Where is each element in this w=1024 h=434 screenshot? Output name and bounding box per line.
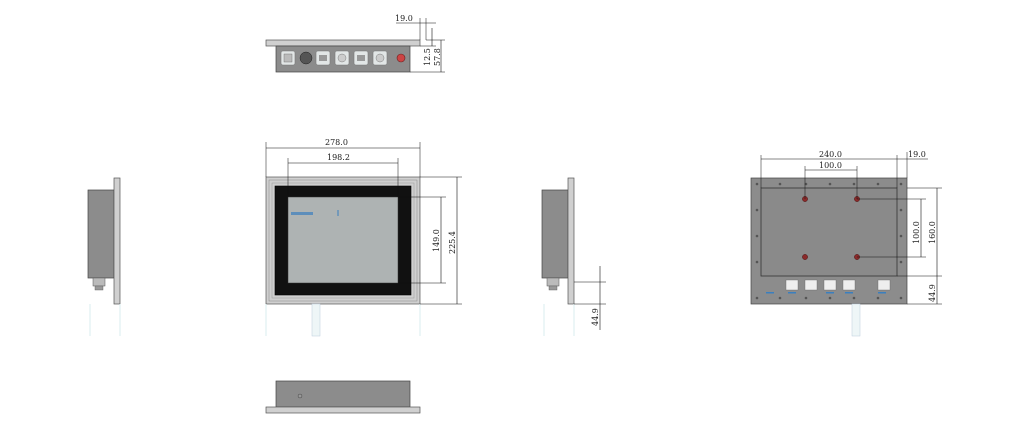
dim-front-height-total: 225.4 (448, 231, 457, 254)
left-side-connector (92, 277, 106, 287)
dim-side-cable-length: 44.9 (591, 308, 600, 326)
top-view: 19.0 12.5 57.8 (265, 14, 445, 73)
front-screen (287, 196, 399, 284)
power-button-icon (396, 53, 406, 63)
dim-top-height-small: 12.5 (423, 48, 432, 66)
dim-back-bottom-offset: 44.9 (928, 284, 937, 302)
top-view-connectors (280, 50, 406, 66)
back-connectors (766, 279, 891, 294)
bottom-view-housing (275, 380, 411, 408)
front-view: 278.0 198.2 149.0 225.4 (265, 138, 462, 337)
back-housing (760, 187, 898, 277)
dim-top-depth: 19.0 (395, 14, 413, 23)
bottom-view (265, 380, 421, 414)
dim-back-edge-offset: 19.0 (908, 150, 926, 159)
dim-back-hole-span-inner: 100.0 (819, 161, 842, 170)
bottom-view-bezel-edge (265, 406, 421, 414)
left-side-bezel (113, 177, 121, 305)
dim-front-width-total: 278.0 (325, 138, 348, 147)
back-cable (851, 303, 861, 337)
dim-front-width-screen: 198.2 (327, 153, 350, 162)
right-side-connector (546, 277, 560, 287)
right-side-housing (541, 189, 569, 279)
bottom-screw-icon (297, 393, 303, 399)
front-cable (311, 303, 321, 337)
dim-front-height-screen: 149.0 (432, 229, 441, 252)
top-view-bezel-edge (265, 39, 421, 47)
right-side-bezel (567, 177, 575, 305)
dim-back-hole-vertical: 100.0 (912, 221, 921, 244)
back-view: 240.0 100.0 19.0 100.0 160.0 44.9 (750, 150, 942, 337)
power-jack-icon (299, 51, 313, 65)
dim-back-height: 160.0 (928, 221, 937, 244)
dim-back-hole-span-outer: 240.0 (819, 150, 842, 159)
left-side-view (87, 177, 121, 336)
screen-logo (291, 212, 313, 215)
right-side-view: 44.9 (541, 177, 606, 336)
left-side-housing (87, 189, 115, 279)
dim-top-height-total: 57.8 (433, 48, 442, 66)
back-edge-screws (755, 182, 903, 300)
